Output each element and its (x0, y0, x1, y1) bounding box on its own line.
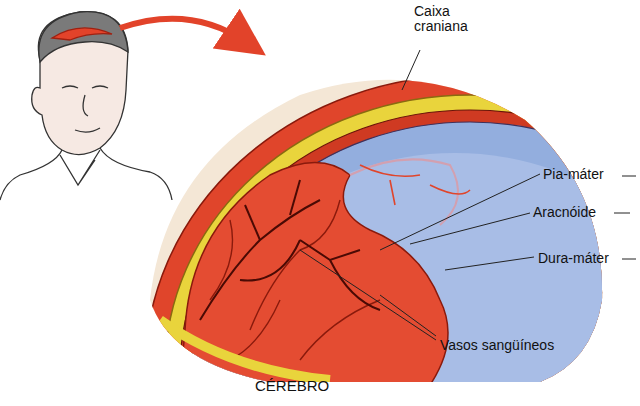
skull-label: Caixa craniana (414, 4, 492, 35)
dura-label: Dura-máter (538, 251, 609, 266)
head-sketch (0, 12, 172, 200)
pia-label: Pia-máter (543, 167, 604, 182)
pointer-arrow (120, 19, 246, 42)
leader-lines (300, 50, 636, 340)
arachnoid-label: Aracnóide (533, 205, 596, 220)
cutaway (140, 50, 640, 406)
caption: CÉREBRO (255, 378, 329, 395)
vessels-label: Vasos sangüíneos (440, 338, 554, 353)
